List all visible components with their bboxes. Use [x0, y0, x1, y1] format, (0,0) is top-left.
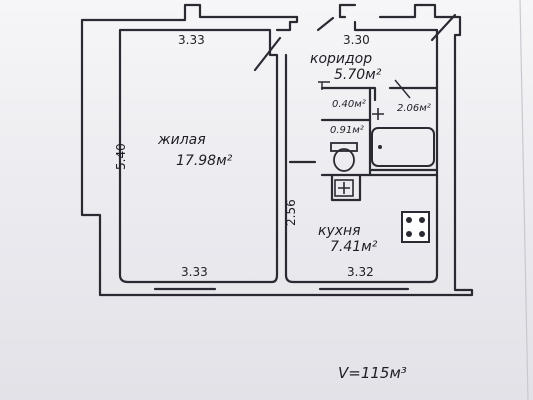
partition-top [275, 15, 299, 32]
storage-cross [372, 108, 384, 120]
room-corridor-area: 5.70м² [334, 67, 382, 83]
room-storage-area: 0.40м² [332, 99, 366, 110]
room-living-name: жилая [158, 132, 206, 148]
stove-burner [419, 231, 425, 237]
toilet-tank [330, 142, 358, 152]
corridor-door [316, 16, 335, 32]
living-outer-wall [80, 3, 474, 297]
leader-line [394, 79, 411, 99]
stove-burner [406, 217, 412, 223]
dim-living-top: 3.33 [178, 33, 205, 47]
dim-kitchen-bottom: 3.32 [347, 265, 374, 279]
sink-cross [338, 182, 350, 194]
living-window [153, 287, 217, 297]
bath-lower [368, 168, 439, 177]
kitchen-window [318, 287, 410, 297]
dim-kitchen-left: 2.56 [284, 199, 298, 226]
room-kitchen-name: кухня [318, 223, 361, 239]
volume-label: V=115м³ [338, 364, 407, 382]
room-bathroom-area: 2.06м² [397, 103, 431, 114]
room-kitchen-area: 7.41м² [330, 239, 378, 255]
room-living-area: 17.98м² [176, 153, 233, 169]
partition-wall [284, 20, 439, 284]
toilet-bowl [333, 148, 355, 172]
bathtub-drain [378, 145, 382, 149]
living-inner-wall [118, 28, 279, 284]
sink [334, 179, 354, 197]
stove-burner [419, 217, 425, 223]
corridor-door-2 [430, 13, 457, 42]
dim-corridor-top: 3.30 [343, 33, 370, 47]
dim-living-left: 5.40 [114, 143, 128, 170]
bathtub [371, 127, 435, 167]
stove [401, 211, 430, 243]
living-door [253, 36, 282, 72]
dim-living-bottom: 3.33 [181, 265, 208, 279]
bath-block-right [368, 86, 439, 102]
leader-line [318, 81, 330, 90]
kitchen-door [288, 160, 362, 202]
bath-block [320, 86, 372, 177]
room-corridor-name: коридор [310, 51, 373, 67]
paper-edge [519, 0, 529, 400]
room-toilet-area: 0.91м² [330, 125, 364, 136]
stove-burner [406, 231, 412, 237]
